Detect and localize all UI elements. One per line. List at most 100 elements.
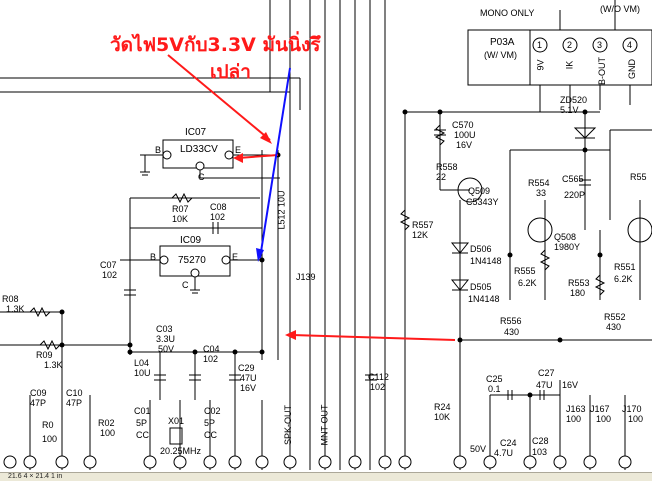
c565-value: 220P — [564, 190, 586, 200]
j163-label: J163 — [566, 404, 586, 414]
j167-value: 100 — [596, 414, 612, 424]
r07-label: R07 — [172, 204, 189, 214]
c570-value-1: 100U — [454, 130, 476, 140]
q508-label: Q508 — [554, 232, 577, 242]
c570-label: C570 — [452, 120, 474, 130]
annotation-line-2: เปล่า — [210, 61, 251, 83]
r551-value: 6.2K — [614, 274, 633, 284]
r08-value: 1.3K — [6, 304, 25, 314]
c29-label: C29 — [238, 363, 255, 373]
r556-value: 430 — [504, 327, 520, 337]
r0-label: R0 — [42, 420, 54, 430]
c24-label: C24 — [500, 438, 517, 448]
r08-label: R08 — [2, 294, 19, 304]
ic07-label: IC07 — [185, 127, 207, 138]
r09-value: 1.3K — [44, 360, 63, 370]
connector-pin-label-3: B-OUT — [597, 57, 607, 85]
c24-value-1: 50V — [470, 444, 487, 454]
c25-label: C25 — [486, 374, 503, 384]
ic07-pin-b: B — [155, 145, 162, 155]
c02-value-1: 5P — [204, 418, 216, 428]
r553-label: R553 — [568, 278, 590, 288]
connector-pin-label-1: 9V — [535, 59, 546, 71]
c09-label: C09 — [30, 388, 47, 398]
c04-value: 102 — [203, 354, 219, 364]
c112-value: 102 — [370, 382, 386, 392]
connector-sub: (W/ VM) — [484, 50, 517, 60]
j170-label: J170 — [622, 404, 642, 414]
d505-value: 1N4148 — [468, 294, 500, 304]
c10-value: 47P — [66, 398, 83, 408]
x01-label: X01 — [168, 416, 185, 426]
c02-value-2: CC — [204, 430, 217, 440]
c29-value-2: 16V — [240, 383, 257, 393]
r0-value: 100 — [42, 434, 58, 444]
c08-value: 102 — [210, 212, 226, 222]
r09-label: R09 — [36, 350, 53, 360]
ic07-part: LD33CV — [180, 144, 218, 155]
j139-label: J139 — [296, 272, 316, 282]
r02-value: 100 — [100, 428, 116, 438]
d506-value: 1N4148 — [470, 256, 502, 266]
connector-pin-3: 3 — [597, 40, 603, 50]
r558-value: 22 — [436, 172, 447, 182]
c01-value-1: 5P — [136, 418, 148, 428]
connector-name: P03A — [490, 37, 515, 48]
c28-label: C28 — [532, 436, 549, 446]
c07-label: C07 — [100, 260, 117, 270]
ic09-label: IC09 — [180, 235, 202, 246]
connector-pin-1: 1 — [537, 40, 543, 50]
c10-label: C10 — [66, 388, 83, 398]
r553-value: 180 — [570, 288, 586, 298]
c03-value-2: 50V — [158, 344, 175, 354]
c27-value-1: 47U — [536, 380, 553, 390]
q509-label: Q509 — [468, 186, 491, 196]
c27-label: C27 — [538, 368, 555, 378]
j163-value: 100 — [566, 414, 582, 424]
connector-pin-label-4: GND — [627, 59, 637, 79]
r55x-label: R55 — [630, 172, 647, 182]
mono-only-label: MONO ONLY — [480, 8, 535, 18]
c02-label: C02 — [204, 406, 221, 416]
c03-value-1: 3.3U — [156, 334, 176, 344]
ic09-pin-e: E — [232, 252, 239, 262]
d505-label: D505 — [470, 282, 492, 292]
c09-value: 47P — [30, 398, 47, 408]
r24-label: R24 — [434, 402, 451, 412]
c28-value: 103 — [532, 447, 548, 457]
c112-label: C112 — [368, 372, 389, 382]
r555-value: 6.2K — [518, 278, 537, 288]
l512-label: L512 10U — [276, 190, 287, 230]
c570-value-2: 16V — [456, 140, 473, 150]
q508-value: 1980Y — [554, 242, 581, 252]
r557-value: 12K — [412, 230, 429, 240]
r07-value: 10K — [172, 214, 189, 224]
l04-value: 10U — [134, 368, 151, 378]
taskbar-status: 21.6 4 × 21.4 1 in — [8, 473, 63, 480]
c565-label: C565 — [562, 174, 584, 184]
connector-pin-label-2: IK — [564, 60, 575, 70]
c01-value-2: CC — [136, 430, 149, 440]
r552-value: 430 — [606, 322, 622, 332]
c25-value: 0.1 — [488, 384, 501, 394]
j167-label: J167 — [590, 404, 610, 414]
r551-label: R551 — [614, 262, 636, 272]
j170-value: 100 — [628, 414, 644, 424]
taskbar: 21.6 4 × 21.4 1 in — [0, 472, 652, 481]
r02-label: R02 — [98, 418, 115, 428]
zd520-value: 5.1V — [560, 105, 579, 115]
r24-value: 10K — [434, 412, 451, 422]
c04-label: C04 — [203, 344, 220, 354]
ic09-pin-c: C — [182, 280, 189, 290]
r558-label: R558 — [436, 162, 458, 172]
r554-label: R554 — [528, 178, 550, 188]
r555-label: R555 — [514, 266, 536, 276]
wvm-top-label: (W/O VM) — [600, 4, 640, 14]
r557-label: R557 — [412, 220, 434, 230]
l04-label: L04 — [134, 358, 150, 368]
c27-value-2: 16V — [562, 380, 579, 390]
connector-pin-4: 4 — [627, 40, 633, 50]
zd520-label: ZD520 — [560, 95, 588, 105]
ic09-pin-b: B — [150, 252, 157, 262]
